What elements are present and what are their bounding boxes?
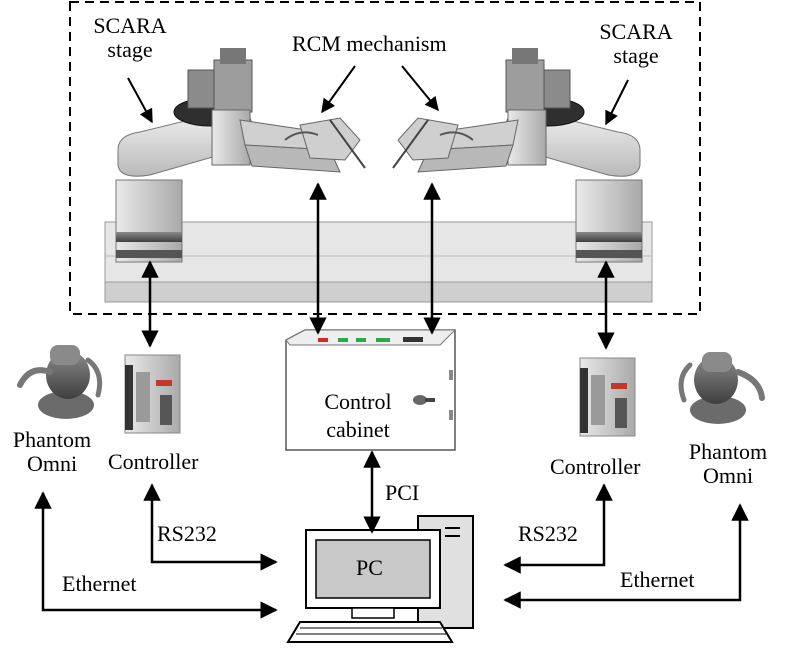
label-phantom-left-line1: Phantom [12, 427, 92, 452]
pc-computer [286, 515, 474, 643]
label-pci: PCI [385, 480, 420, 505]
label-control-cabinet-line2: cabinet [326, 417, 390, 442]
label-pc: PC [356, 555, 383, 580]
scara-stage-right [505, 48, 643, 263]
label-ethernet-right: Ethernet [620, 567, 695, 592]
rcm-mechanism-right [392, 117, 519, 173]
label-scara-left-line1: SCARA [93, 13, 167, 38]
label-rs232-right: RS232 [518, 521, 578, 546]
label-controller-left: Controller [108, 449, 199, 474]
label-rs232-left: RS232 [157, 521, 217, 546]
label-control-cabinet-line1: Control [324, 389, 392, 414]
label-phantom-left-line2: Omni [26, 451, 78, 476]
control-cabinet [285, 329, 457, 451]
label-scara-stage-left: SCARA stage [80, 14, 180, 62]
label-phantom-omni-left: Phantom Omni [2, 428, 102, 476]
controller-left-device [124, 354, 181, 434]
robot-workspace-frame [69, 1, 701, 315]
label-controller-right: Controller [550, 454, 641, 479]
arrow-phantom-left-pc [34, 491, 278, 619]
connection-arrows [34, 182, 749, 619]
label-scara-left-line2: stage [107, 37, 153, 62]
label-ethernet-left: Ethernet [62, 571, 137, 596]
label-scara-stage-right: SCARA stage [586, 20, 686, 68]
label-scara-right-line1: SCARA [599, 19, 673, 44]
label-phantom-right-line1: Phantom [688, 439, 768, 464]
scara-right-callout-arrow [605, 79, 629, 126]
phantom-omni-left-device [17, 345, 103, 419]
scara-left-callout-arrow [127, 77, 153, 124]
scara-stage-left [115, 48, 253, 263]
label-phantom-right-line2: Omni [702, 463, 754, 488]
rcm-left-callout-arrow [321, 65, 356, 114]
rcm-right-callout-arrow [401, 65, 439, 112]
controller-right-device [579, 357, 636, 437]
label-phantom-omni-right: Phantom Omni [676, 440, 780, 488]
label-rcm-mechanism: RCM mechanism [292, 31, 447, 56]
rcm-mechanism-left [239, 117, 366, 173]
label-control-cabinet: Control cabinet [308, 388, 408, 444]
label-scara-right-line2: stage [613, 43, 659, 68]
arrow-phantom-right-pc [503, 503, 749, 609]
phantom-omni-right-device [678, 352, 765, 424]
base-table [104, 221, 653, 303]
